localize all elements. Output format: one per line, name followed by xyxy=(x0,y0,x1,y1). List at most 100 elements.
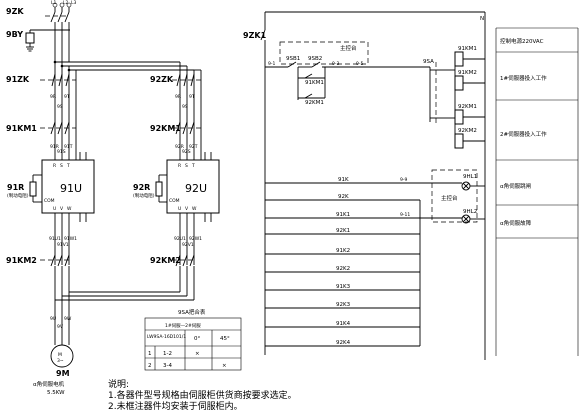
svg-text:92R: 92R xyxy=(175,144,184,150)
km1a-label: 91KM1 xyxy=(6,124,37,133)
coil2-label: 91KM2 xyxy=(458,70,477,76)
u2-com: COM xyxy=(169,198,180,204)
note-1: 1.各器件型号规格由伺服柜供货商按要求选定。 xyxy=(108,389,297,401)
u2-term-s: S xyxy=(185,163,188,169)
svg-text:9-3: 9-3 xyxy=(332,61,339,67)
svg-text:91V1: 91V1 xyxy=(57,242,69,248)
u1-term-s: S xyxy=(60,163,63,169)
k2-label: 92ZK xyxy=(150,75,174,84)
svg-text:9-5: 9-5 xyxy=(356,61,363,67)
right-qf-label: 9ZK1 xyxy=(243,31,267,40)
sa-label: 9SA xyxy=(423,59,434,65)
u1-term-t: T xyxy=(66,163,70,169)
svg-text:L1: L1 xyxy=(51,0,57,6)
u1-term-v: V xyxy=(60,206,64,212)
breaker-91zk xyxy=(40,73,76,87)
u1-term-u: U xyxy=(53,206,56,212)
switch-table xyxy=(144,317,242,371)
legend-servo1-on: 1#伺服器投入工作 xyxy=(500,74,547,82)
notes-title: 说明: xyxy=(108,378,129,390)
u2-term-v: V xyxy=(185,206,189,212)
legend-servo2-on: 2#伺服器投入工作 xyxy=(500,130,547,138)
row-91k2: 91K2 xyxy=(336,248,350,254)
relay-row-lines: 9-9 9-11 xyxy=(265,177,485,347)
qf-label: 9ZK xyxy=(6,7,24,16)
motor-desc: α角伺服电机 xyxy=(33,380,65,388)
svg-text:9T: 9T xyxy=(189,94,195,100)
km2a-label: 91KM2 xyxy=(6,256,37,265)
km1b-label: 92KM1 xyxy=(150,124,181,133)
svg-text:L3: L3 xyxy=(71,0,77,6)
row-91k1: 91K1 xyxy=(336,212,350,218)
breaker-92zk xyxy=(172,73,201,87)
svg-text:3~: 3~ xyxy=(57,358,64,364)
u2-term-r: R xyxy=(178,163,181,169)
svg-text:91U1: 91U1 xyxy=(49,236,61,242)
svg-text:92V1: 92V1 xyxy=(182,242,194,248)
panel-sub-box xyxy=(431,169,478,223)
table-angle-45: 45° xyxy=(220,336,230,342)
svg-text:92S: 92S xyxy=(182,149,191,155)
svg-text:91T: 91T xyxy=(64,144,73,150)
svg-text:92T: 92T xyxy=(189,144,198,150)
self-hold-contacts xyxy=(297,67,326,100)
svg-text:9-11: 9-11 xyxy=(400,212,410,218)
drive-92u-ctrl-terminals xyxy=(204,152,212,222)
by-label: 9BY xyxy=(6,30,23,39)
coil-column xyxy=(454,51,485,149)
sb1-label: 9SB1 xyxy=(286,56,300,62)
drive-91u xyxy=(41,159,95,214)
svg-text:L2: L2 xyxy=(63,0,69,6)
brake-resistor-91r xyxy=(29,174,42,203)
km-contact-a-label: 91KM1 xyxy=(305,80,324,86)
r1-sub: (制动电阻) xyxy=(7,192,29,199)
motor-power: 5.5KW xyxy=(47,390,65,396)
drive-91u-ctrl-terminals xyxy=(79,152,87,222)
u2-term-w: W xyxy=(192,206,197,212)
main-bus xyxy=(53,28,194,72)
svg-text:9W: 9W xyxy=(64,316,72,322)
svg-text:92U1: 92U1 xyxy=(174,236,186,242)
stop-start-buttons: 9-1 9-3 9-5 xyxy=(265,61,430,68)
table-row-2-contact: 3-4 xyxy=(163,363,172,369)
contact-92km1 xyxy=(172,121,201,135)
svg-text:9R: 9R xyxy=(175,94,181,100)
svg-text:91W1: 91W1 xyxy=(64,236,77,242)
svg-text:M: M xyxy=(58,352,62,358)
r1-label: 91R xyxy=(7,183,24,192)
panel-sub-label: 主控台 xyxy=(441,194,458,202)
svg-text:91R: 91R xyxy=(50,144,59,150)
u2-label: 92U xyxy=(185,182,207,195)
branch-1-lines xyxy=(54,62,77,160)
motor-9m-icon: M 3~ xyxy=(50,344,74,368)
table-model: LW9SA-16D101/1 xyxy=(147,334,186,340)
row-92k4: 92K4 xyxy=(336,340,351,346)
svg-text:9-1: 9-1 xyxy=(268,61,275,67)
row-92k: 92K xyxy=(338,194,349,200)
svg-text:9S: 9S xyxy=(182,104,188,110)
lamp-9hl1-icon xyxy=(461,181,471,191)
table-header: 1#伺服—2#伺服 xyxy=(165,322,201,329)
legend-frame xyxy=(495,27,579,356)
panel-main-label: 主控台 xyxy=(340,44,357,52)
row-92k2: 92K2 xyxy=(336,266,350,272)
table-title: 9SA把合表 xyxy=(178,308,206,316)
contact-91km1 xyxy=(40,121,76,135)
brake-resistor-92r xyxy=(155,174,167,203)
row-91k4: 91K4 xyxy=(336,321,351,327)
coil4-label: 92KM2 xyxy=(458,128,477,134)
r2-sub: (制动电阻) xyxy=(133,192,155,199)
table-row-2-mark: × xyxy=(222,363,227,369)
sb2-label: 9SB2 xyxy=(308,56,322,62)
svg-text:9U: 9U xyxy=(50,316,56,322)
table-row-1-no: 1 xyxy=(148,351,152,357)
k1-label: 91ZK xyxy=(6,75,30,84)
contact-91km2 xyxy=(40,254,70,267)
neutral-label: N xyxy=(480,16,484,22)
row-91k3: 91K3 xyxy=(336,284,351,290)
svg-text:9T: 9T xyxy=(64,94,70,100)
